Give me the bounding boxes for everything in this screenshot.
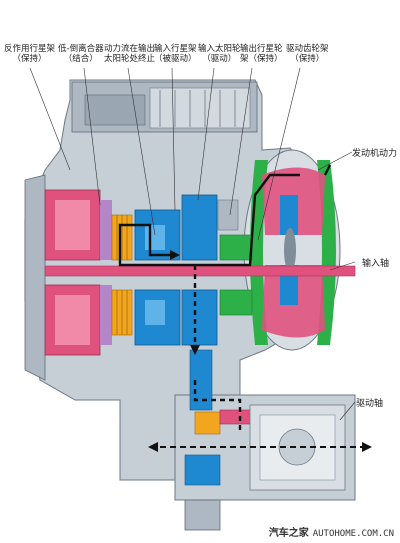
low-reverse-clutch-pack — [111, 214, 133, 336]
power-flow-arrow-down — [190, 345, 200, 355]
label-drive-sprocket: 驱动齿轮架 （保持） — [286, 44, 329, 64]
torque-converter — [243, 149, 341, 351]
label-output-sun-carrier: 输出行星轮 架（保持） — [240, 44, 283, 64]
label-drive-axle: 驱动轴 — [356, 399, 384, 409]
watermark-url: AUTOHOME.COM.CN — [312, 529, 394, 539]
label-input-shaft: 输入轴 — [362, 259, 390, 269]
label-reaction-carrier: 反作用行星架 （保持） — [4, 44, 56, 64]
label-power-flow: 动力流在输出 太阳轮处终止 — [104, 44, 156, 64]
label-input-carrier: 输入行星架 （被驱动） — [154, 44, 197, 64]
input-planetary-set — [134, 194, 218, 346]
leader-lines — [29, 67, 356, 421]
power-flow-arrow — [170, 250, 180, 260]
reaction-planetary-set — [44, 189, 112, 356]
label-input-sun: 输入太阳轮 （驱动） — [198, 44, 241, 64]
watermark-brand: 汽车之家 — [268, 528, 309, 539]
input-shaft-bar — [44, 265, 356, 277]
differential — [249, 404, 346, 491]
power-flow-path — [118, 164, 332, 430]
output-planetary-set — [217, 199, 253, 316]
label-low-reverse-clutch: 低-倒离合器 （结合） — [58, 44, 104, 64]
label-engine-power: 发动机动力 — [352, 149, 398, 159]
